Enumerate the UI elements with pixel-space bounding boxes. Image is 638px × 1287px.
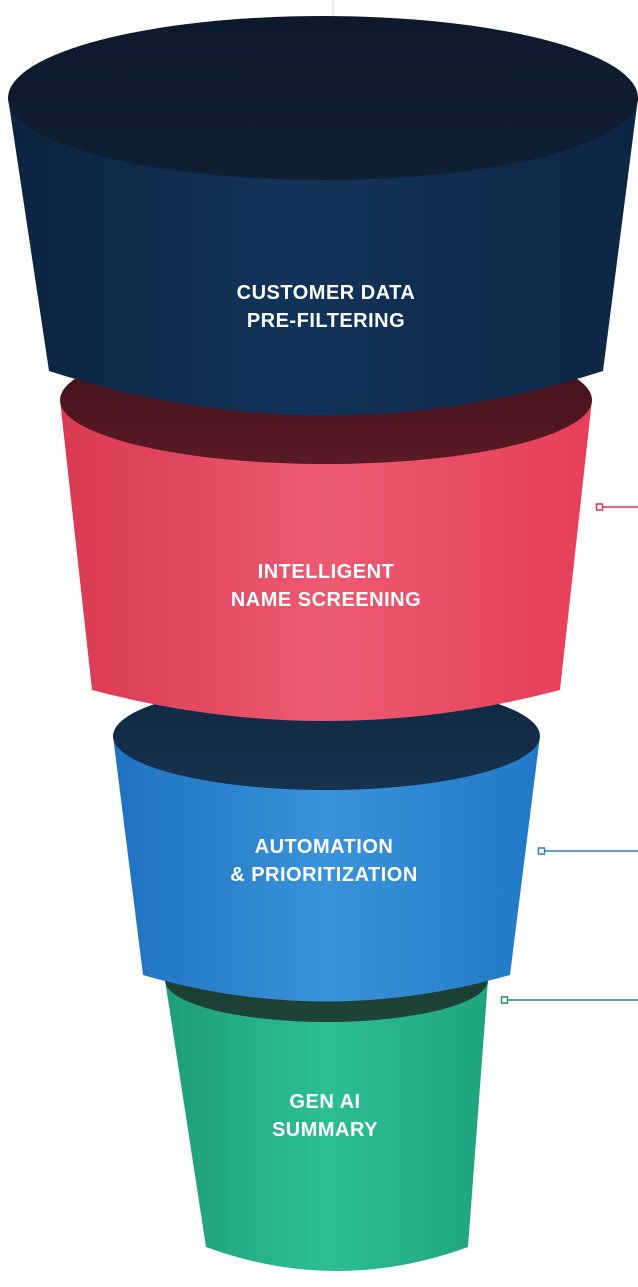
- connector-blue: [537, 847, 638, 855]
- stage-body: [60, 400, 592, 721]
- connector-red: [595, 503, 638, 511]
- funnel-stage-automation-prioritization: AUTOMATION & PRIORITIZATION: [113, 682, 540, 1002]
- stage-opening: [8, 16, 638, 180]
- connector-node: [537, 847, 546, 855]
- stage-label-line2: NAME SCREENING: [231, 589, 421, 611]
- stage-body: [165, 980, 488, 1271]
- stage-label-line2: & PRIORITIZATION: [230, 864, 418, 886]
- stage-label-line2: PRE-FILTERING: [247, 310, 405, 332]
- stage-label-line1: AUTOMATION: [255, 836, 394, 858]
- stage-body: [8, 98, 638, 416]
- connector-node: [500, 996, 509, 1004]
- stage-label-line1: GEN AI: [289, 1091, 360, 1113]
- connector-node: [595, 503, 604, 511]
- stage-label-line1: CUSTOMER DATA: [237, 282, 416, 304]
- stage-label-line2: SUMMARY: [272, 1119, 378, 1141]
- funnel-stage-customer-data-pre-filtering: CUSTOMER DATA PRE-FILTERING: [8, 16, 638, 416]
- connector-green: [500, 996, 638, 1004]
- stage-label-line1: INTELLIGENT: [258, 561, 395, 583]
- stage-body: [113, 736, 540, 1002]
